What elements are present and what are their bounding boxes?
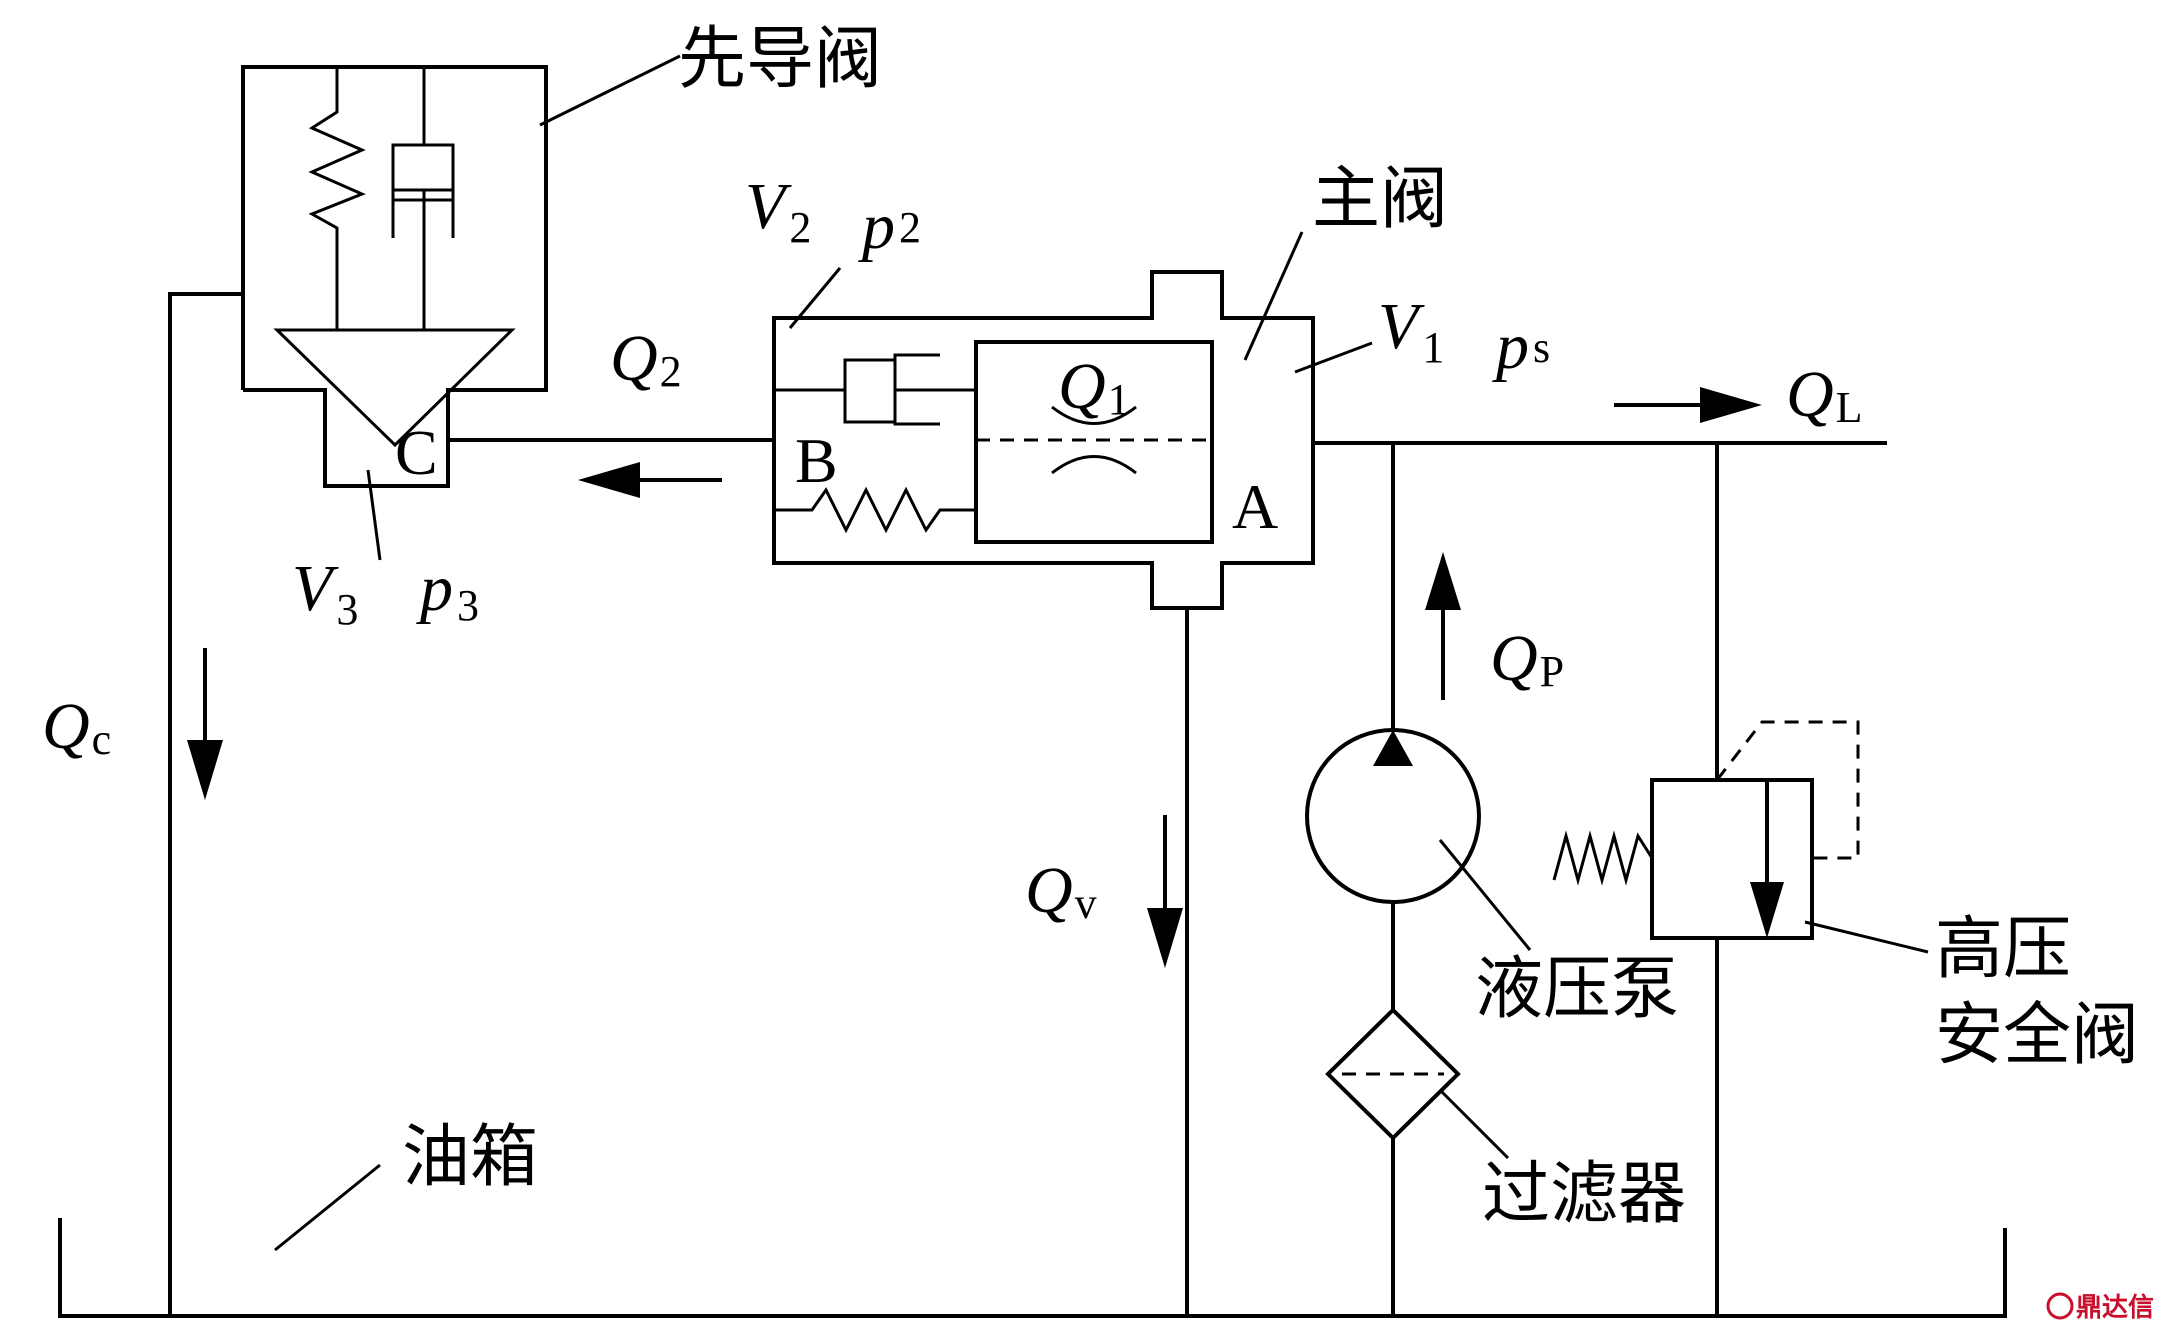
p2-label: p2 [858, 190, 921, 263]
piping [168, 292, 1887, 1316]
logo-icon [2046, 1292, 2074, 1320]
filter-label: 过滤器 [1482, 1155, 1686, 1234]
v3-label: V3 [292, 552, 358, 634]
ps-label: ps [1492, 310, 1550, 383]
flow-arrows [187, 387, 1762, 968]
point-b-label: B [795, 425, 838, 496]
relief-valve [1552, 720, 1929, 954]
main-valve [772, 231, 1373, 610]
q1-label: Q1 [1058, 350, 1130, 424]
filter [1325, 1007, 1510, 1160]
watermark-text: 鼎达信 [2076, 1293, 2154, 1323]
v1-label: V1 [1378, 290, 1444, 372]
qp-label: QP [1490, 622, 1564, 696]
oil-tank [58, 1163, 2007, 1318]
point-c-label: C [395, 417, 438, 488]
pilot-valve [241, 54, 681, 488]
v3-leader [366, 469, 382, 561]
relief-valve-label-line1: 高压 [1935, 910, 2071, 989]
qv-label: Qv [1025, 854, 1097, 928]
qc-label: Qc [42, 690, 111, 764]
pilot-valve-label: 先导阀 [678, 20, 882, 99]
v2-label: V2 [745, 170, 811, 252]
q2-label: Q2 [610, 322, 682, 396]
p3-label: p3 [416, 552, 479, 630]
main-valve-label: 主阀 [1312, 160, 1448, 239]
relief-valve-label-line2: 安全阀 [1935, 996, 2139, 1075]
watermark: 鼎达信 [2046, 1292, 2154, 1323]
ql-label: QL [1786, 358, 1863, 432]
hydraulic-pump [1305, 728, 1532, 951]
oil-tank-label: 油箱 [402, 1118, 538, 1197]
hydraulic-pump-label: 液压泵 [1475, 950, 1679, 1029]
point-a-label: A [1232, 471, 1278, 542]
